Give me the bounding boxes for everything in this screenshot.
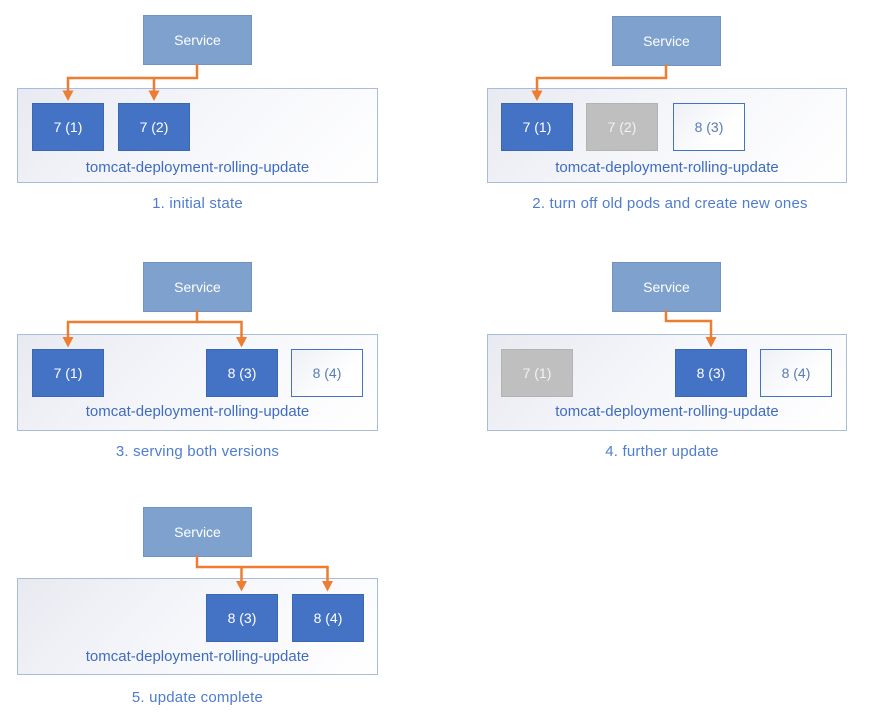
- service-label: Service: [174, 524, 221, 540]
- pod-8-4: 8 (4): [760, 349, 832, 397]
- service-label: Service: [174, 279, 221, 295]
- deployment-label: tomcat-deployment-rolling-update: [555, 159, 779, 176]
- pod-8-3: 8 (3): [673, 103, 745, 151]
- service-label: Service: [643, 33, 690, 49]
- deployment-label: tomcat-deployment-rolling-update: [85, 159, 310, 176]
- pod-label: 7 (1): [53, 365, 83, 381]
- pod-label: 7 (1): [522, 119, 552, 135]
- pod-7-1: 7 (1): [32, 349, 104, 397]
- pod-label: 8 (4): [313, 610, 343, 626]
- pod-8-3: 8 (3): [206, 594, 278, 642]
- pod-label: 8 (3): [227, 365, 257, 381]
- deployment-label: tomcat-deployment-rolling-update: [555, 403, 779, 420]
- pod-label: 8 (3): [227, 610, 257, 626]
- panel-caption: 1. initial state: [152, 195, 243, 212]
- pod-8-3: 8 (3): [675, 349, 747, 397]
- service-box: Service: [143, 262, 252, 312]
- deployment-label: tomcat-deployment-rolling-update: [85, 403, 310, 420]
- service-box: Service: [143, 15, 252, 65]
- pod-label: 7 (2): [139, 119, 169, 135]
- pod-7-1: 7 (1): [501, 103, 573, 151]
- arrow-line: [66, 64, 199, 91]
- pod-label: 8 (4): [781, 365, 811, 381]
- panel-caption: 3. serving both versions: [115, 443, 280, 460]
- service-box: Service: [143, 507, 252, 557]
- service-box: Service: [612, 262, 721, 312]
- pod-label: 8 (4): [312, 365, 342, 381]
- pod-label: 7 (1): [53, 119, 83, 135]
- service-label: Service: [174, 32, 221, 48]
- pod-label: 8 (3): [696, 365, 726, 381]
- service-box: Service: [612, 16, 721, 66]
- pod-8-3: 8 (3): [206, 349, 278, 397]
- pod-7-2: 7 (2): [586, 103, 658, 151]
- pod-label: 7 (2): [607, 119, 637, 135]
- service-label: Service: [643, 279, 690, 295]
- panel-caption: 2. turn off old pods and create new ones: [532, 195, 808, 212]
- deployment-label: tomcat-deployment-rolling-update: [85, 648, 310, 665]
- pod-7-1: 7 (1): [501, 349, 573, 397]
- panel-caption: 4. further update: [605, 443, 719, 460]
- pod-label: 8 (3): [694, 119, 724, 135]
- pod-8-4: 8 (4): [292, 594, 364, 642]
- pod-label: 7 (1): [522, 365, 552, 381]
- arrow-line: [535, 64, 668, 91]
- pod-7-2: 7 (2): [118, 103, 190, 151]
- pod-7-1: 7 (1): [32, 103, 104, 151]
- pod-8-4: 8 (4): [291, 349, 363, 397]
- panel-caption: 5. update complete: [131, 689, 264, 706]
